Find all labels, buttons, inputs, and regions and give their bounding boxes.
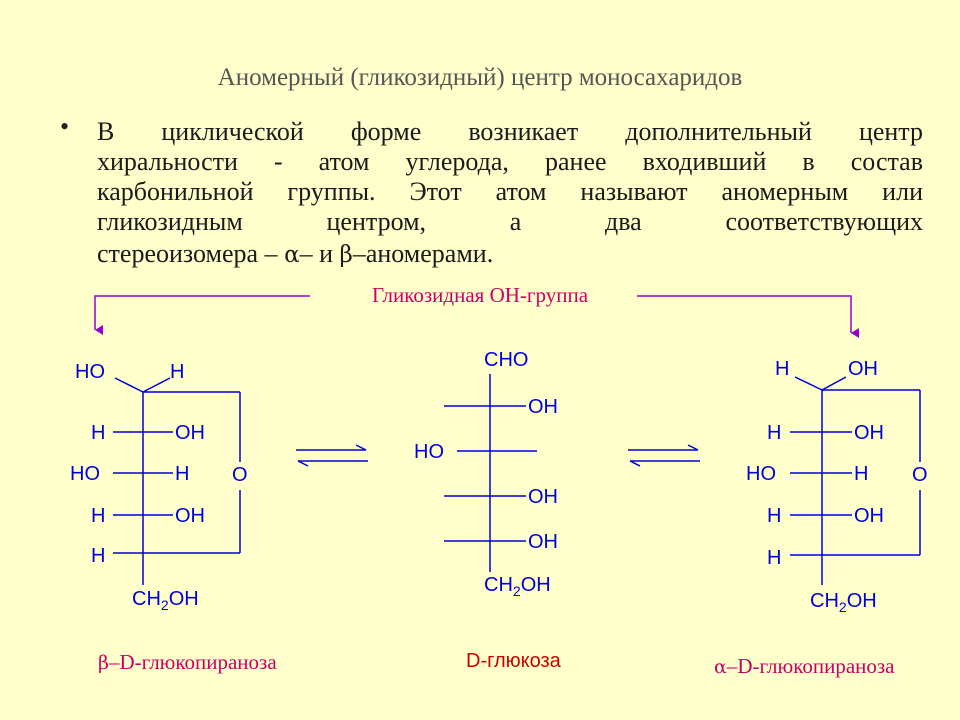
alpha-symbol: α — [284, 242, 300, 268]
equilibrium-arrows-right — [628, 444, 700, 467]
beta-ring-o: O — [232, 464, 248, 486]
bullet-marker: • — [60, 112, 70, 141]
glucose-cho: CHO — [484, 349, 529, 371]
glucose-ch2oh: CH2OH — [484, 574, 551, 599]
glucose-c3-ho: HO — [414, 441, 444, 463]
caption-beta-anomer: β–D-глюкопираноза — [98, 650, 277, 674]
alpha-c4-h: H — [767, 505, 782, 527]
alpha-pyranose-bonds — [790, 376, 921, 585]
caption-alpha-anomer: α–D-глюкопираноза — [714, 654, 895, 678]
alpha-c1-oh: OH — [848, 358, 878, 380]
beta-c1-h: H — [170, 361, 185, 383]
alpha-c2-oh: OH — [854, 422, 884, 444]
beta-pyranose-bonds — [113, 377, 241, 585]
alpha-c3-ho: HO — [746, 463, 776, 485]
beta-c5-h: H — [91, 545, 106, 567]
caption-d-glucose: D-глюкоза — [466, 650, 561, 672]
paragraph-line-4: гликозидным центром, а два соответствующ… — [97, 207, 923, 236]
beta-c2-oh: OH — [175, 422, 205, 444]
glycosidic-oh-label: Гликозидная ОН-группа — [371, 283, 589, 307]
paragraph-line-5: стереоизомера – α– и β–аномерами. — [97, 239, 494, 268]
alpha-ring-o: O — [912, 464, 928, 486]
glucose-c2-oh: OH — [528, 396, 558, 418]
beta-c2-h: H — [91, 422, 106, 444]
beta-c4-h: H — [91, 505, 106, 527]
alpha-c3-h: H — [854, 463, 869, 485]
beta-ch2oh: CH2OH — [132, 588, 199, 613]
beta-c3-ho: HO — [70, 463, 100, 485]
alpha-c1-h: H — [775, 358, 790, 380]
glucose-c5-oh: OH — [528, 531, 558, 553]
equilibrium-arrows-left — [296, 444, 368, 467]
beta-c3-h: H — [175, 463, 190, 485]
slide-title: Аномерный (гликозидный) центр моносахари… — [217, 64, 743, 91]
paragraph-line-1: В циклической форме возникает дополнител… — [97, 117, 923, 146]
d-glucose-bonds — [444, 374, 537, 572]
alpha-ch2oh: CH2OH — [810, 590, 877, 615]
glucose-c4-oh: OH — [528, 486, 558, 508]
beta-symbol: β — [339, 242, 353, 268]
paragraph-line-3: карбонильной группы. Этот атом называют … — [97, 177, 923, 206]
beta-c1-ho: HO — [75, 361, 105, 383]
left-indicator-arrow — [94, 295, 310, 335]
beta-c4-oh: OH — [175, 505, 205, 527]
paragraph-line-2: хиральности - атом углерода, ранее входи… — [97, 147, 923, 176]
alpha-c2-h: H — [767, 422, 782, 444]
right-indicator-arrow — [637, 295, 859, 338]
alpha-c5-h: H — [767, 547, 782, 569]
alpha-c4-oh: OH — [854, 505, 884, 527]
